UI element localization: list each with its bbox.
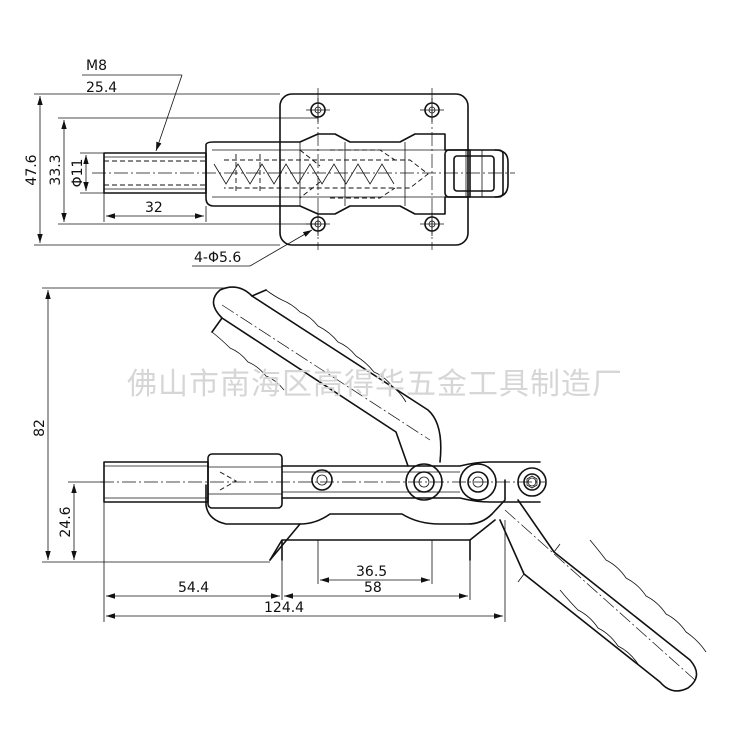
side-dimensions [42, 287, 506, 622]
hole-spacing-label: 33.3 [48, 154, 64, 185]
base-body [205, 479, 506, 525]
base-foot [269, 539, 471, 561]
rod-length-label: 32 [145, 200, 163, 216]
thread-label: M8 [86, 58, 107, 74]
hole-pitch-label: 36.5 [356, 564, 387, 580]
side-view: 82 24.6 36.5 54.4 58 124.4 [32, 286, 707, 692]
pivots [311, 463, 547, 501]
linkage-bar [281, 461, 541, 503]
rod-diameter-label: Φ11 [70, 159, 86, 188]
mounting-holes [306, 98, 444, 236]
top-view: M8 25.4 47.6 33.3 Φ11 32 4-Φ5.6 [24, 58, 515, 267]
watermark-text: 佛山市南海区高得华五金工具制造厂 [127, 367, 623, 402]
base-height-label: 24.6 [58, 506, 74, 537]
handle-lowered [499, 499, 698, 692]
base-length-label: 58 [364, 580, 382, 596]
height-label: 82 [32, 419, 48, 437]
holes-label: 4-Φ5.6 [194, 250, 241, 266]
thread-length-label: 25.4 [86, 80, 117, 96]
top-dimensions [34, 74, 318, 267]
base-plate [279, 93, 469, 246]
handle-raised [212, 286, 442, 467]
housing [205, 133, 471, 215]
total-length-label: 124.4 [264, 600, 304, 616]
width-total-label: 47.6 [24, 154, 40, 185]
offset-label: 54.4 [178, 580, 209, 596]
